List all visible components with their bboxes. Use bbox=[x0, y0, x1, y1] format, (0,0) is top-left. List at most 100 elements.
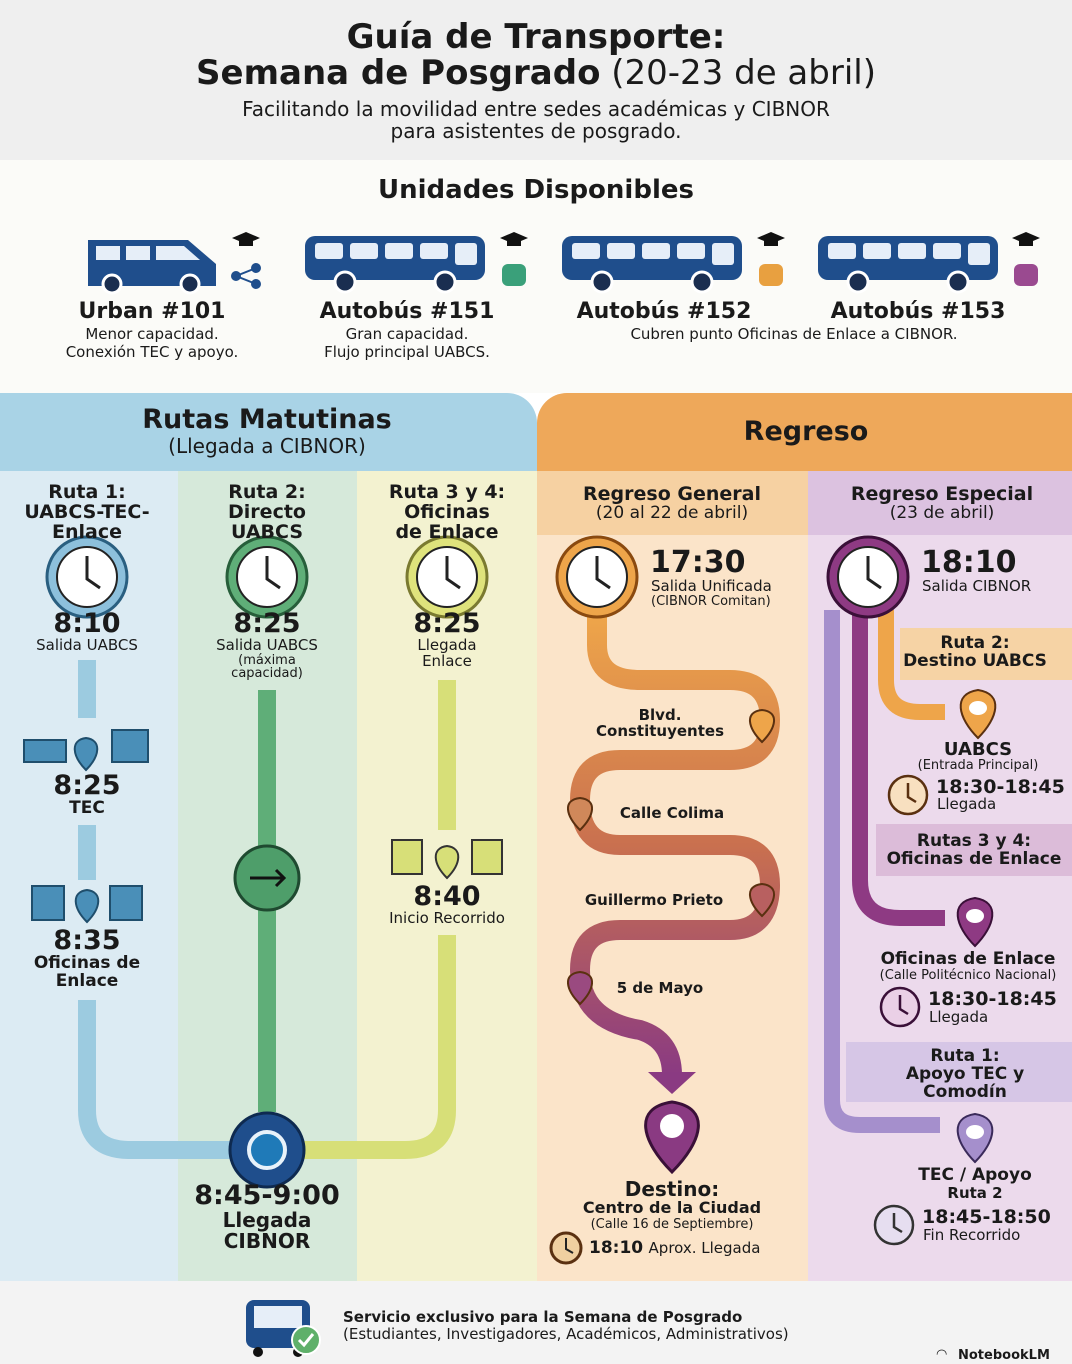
unit-shared-desc: Cubren punto Oficinas de Enlace a CIBNOR… bbox=[630, 325, 958, 343]
special-dates: (23 de abril) bbox=[889, 503, 995, 523]
backpack-icon bbox=[1014, 264, 1038, 286]
pin-icon bbox=[956, 896, 994, 948]
arrival-time: 8:45-9:00 bbox=[194, 1180, 340, 1211]
units-title: Unidades Disponibles bbox=[378, 175, 694, 205]
stop-time: 8:40 bbox=[413, 881, 481, 912]
subtitle-line1: Facilitando la movilidad entre sedes aca… bbox=[242, 97, 830, 121]
arrival-label: Llegada bbox=[937, 795, 997, 813]
arrival-label: Fin Recorrido bbox=[923, 1226, 1021, 1244]
stop-label: Guillermo Prieto bbox=[584, 891, 724, 909]
place-name: TEC / Apoyo bbox=[918, 1165, 1032, 1185]
return-header bbox=[537, 393, 1072, 471]
notebooklm-logo-icon: ◠ bbox=[936, 1347, 948, 1362]
stop-label: Calle Colima bbox=[619, 804, 725, 822]
unit-name: Autobús #153 bbox=[830, 299, 1006, 324]
route-time: 8:25 bbox=[413, 608, 481, 639]
stop-name: TEC bbox=[69, 798, 105, 818]
place-sub: (Calle Politécnico Nacional) bbox=[879, 968, 1057, 983]
title-line2: Semana de Posgrado (20-23 de abril) bbox=[196, 53, 876, 93]
arrival-range: 18:30-18:45 bbox=[928, 988, 1057, 1010]
share-icon bbox=[231, 263, 261, 289]
clock-icon bbox=[549, 1231, 583, 1265]
arrival-label: Llegada bbox=[929, 1008, 989, 1026]
pin-icon bbox=[959, 688, 997, 740]
unit-name: Autobús #152 bbox=[576, 299, 752, 324]
bus-transfer-icon bbox=[233, 844, 301, 912]
clock-icon bbox=[405, 535, 489, 619]
dest-name: Centro de la Ciudad bbox=[582, 1198, 762, 1217]
route-time: 8:25 bbox=[233, 608, 301, 639]
clock-icon bbox=[555, 535, 639, 619]
unit-desc: Flujo principal UABCS. bbox=[324, 343, 490, 361]
clock-icon bbox=[873, 1204, 915, 1246]
urban-101-van-icon bbox=[88, 240, 216, 295]
clock-icon bbox=[887, 774, 929, 816]
unit-desc: Gran capacidad. bbox=[345, 325, 469, 343]
return-title: Regreso bbox=[743, 416, 869, 447]
place-sub: Ruta 2 bbox=[947, 1184, 1003, 1202]
morning-title: Rutas Matutinas bbox=[142, 404, 392, 435]
footer-line1: Servicio exclusivo para la Semana de Pos… bbox=[343, 1308, 743, 1326]
stop-desc: Inicio Recorrido bbox=[389, 909, 505, 927]
morning-header bbox=[0, 393, 537, 471]
special-time: 18:10 bbox=[921, 545, 1017, 580]
unit-name: Urban #101 bbox=[78, 299, 226, 324]
bus-153-icon bbox=[816, 234, 1000, 294]
place-name: Oficinas de Enlace bbox=[880, 949, 1056, 969]
clock-icon bbox=[826, 535, 910, 619]
clock-icon bbox=[225, 535, 309, 619]
office-buildings-pin-icon bbox=[391, 839, 503, 880]
special-title: Regreso Especial bbox=[850, 483, 1034, 505]
general-time: 17:30 bbox=[650, 545, 746, 580]
clock-icon bbox=[45, 535, 129, 619]
backpack-icon bbox=[759, 264, 783, 286]
section-header: Ruta 2:Destino UABCS bbox=[903, 633, 1047, 671]
footer-bus-check-icon bbox=[246, 1300, 321, 1357]
backpack-icon bbox=[502, 264, 526, 286]
footer-band bbox=[0, 1281, 1072, 1364]
stop-time: 8:25 bbox=[53, 770, 121, 801]
title-event: Semana de Posgrado bbox=[196, 53, 601, 93]
general-desc2: (CIBNOR Comitan) bbox=[651, 594, 771, 609]
section-header: Rutas 3 y 4:Oficinas de Enlace bbox=[886, 831, 1062, 869]
bus-151-icon bbox=[303, 234, 487, 294]
general-desc: Salida Unificada bbox=[651, 577, 772, 595]
clock-icon bbox=[879, 986, 921, 1028]
pin-icon bbox=[956, 1112, 994, 1164]
footer-line2: (Estudiantes, Investigadores, Académicos… bbox=[343, 1325, 789, 1343]
dest-street: (Calle 16 de Septiembre) bbox=[590, 1217, 754, 1232]
unit-desc: Conexión TEC y apoyo. bbox=[65, 343, 239, 361]
place-sub: (Entrada Principal) bbox=[917, 758, 1039, 773]
unit-name: Autobús #151 bbox=[319, 299, 495, 324]
tec-building-pin-icon bbox=[23, 729, 149, 772]
bus-152-icon bbox=[560, 234, 744, 294]
dest-label: Destino: bbox=[624, 1177, 720, 1201]
stop-time: 8:35 bbox=[53, 925, 121, 956]
place-name: UABCS bbox=[943, 739, 1013, 760]
route-desc: Salida UABCS bbox=[36, 636, 138, 654]
arrival-range: 18:45-18:50 bbox=[922, 1206, 1051, 1228]
subtitle-line2: para asistentes de posgrado. bbox=[390, 119, 682, 143]
cibnor-destination-icon bbox=[228, 1111, 306, 1189]
stop-label: Blvd.Constituyentes bbox=[596, 706, 724, 740]
destination-pin-icon bbox=[644, 1100, 700, 1175]
stop-label: 5 de Mayo bbox=[616, 979, 704, 997]
route-time: 8:10 bbox=[53, 608, 121, 639]
office-buildings-pin-icon bbox=[31, 885, 143, 924]
general-dates: (20 al 22 de abril) bbox=[595, 503, 749, 523]
brand-label: NotebookLM bbox=[958, 1348, 1050, 1363]
unit-desc: Menor capacidad. bbox=[85, 325, 219, 343]
dest-arrival: 18:10 Aprox. Llegada bbox=[589, 1238, 761, 1258]
title-line1: Guía de Transporte: bbox=[346, 17, 726, 57]
pin-icon bbox=[567, 708, 775, 1006]
arrival-range: 18:30-18:45 bbox=[936, 776, 1065, 798]
title-dates: (20-23 de abril) bbox=[611, 53, 876, 93]
special-desc: Salida CIBNOR bbox=[922, 577, 1032, 595]
header-band bbox=[0, 0, 1072, 160]
